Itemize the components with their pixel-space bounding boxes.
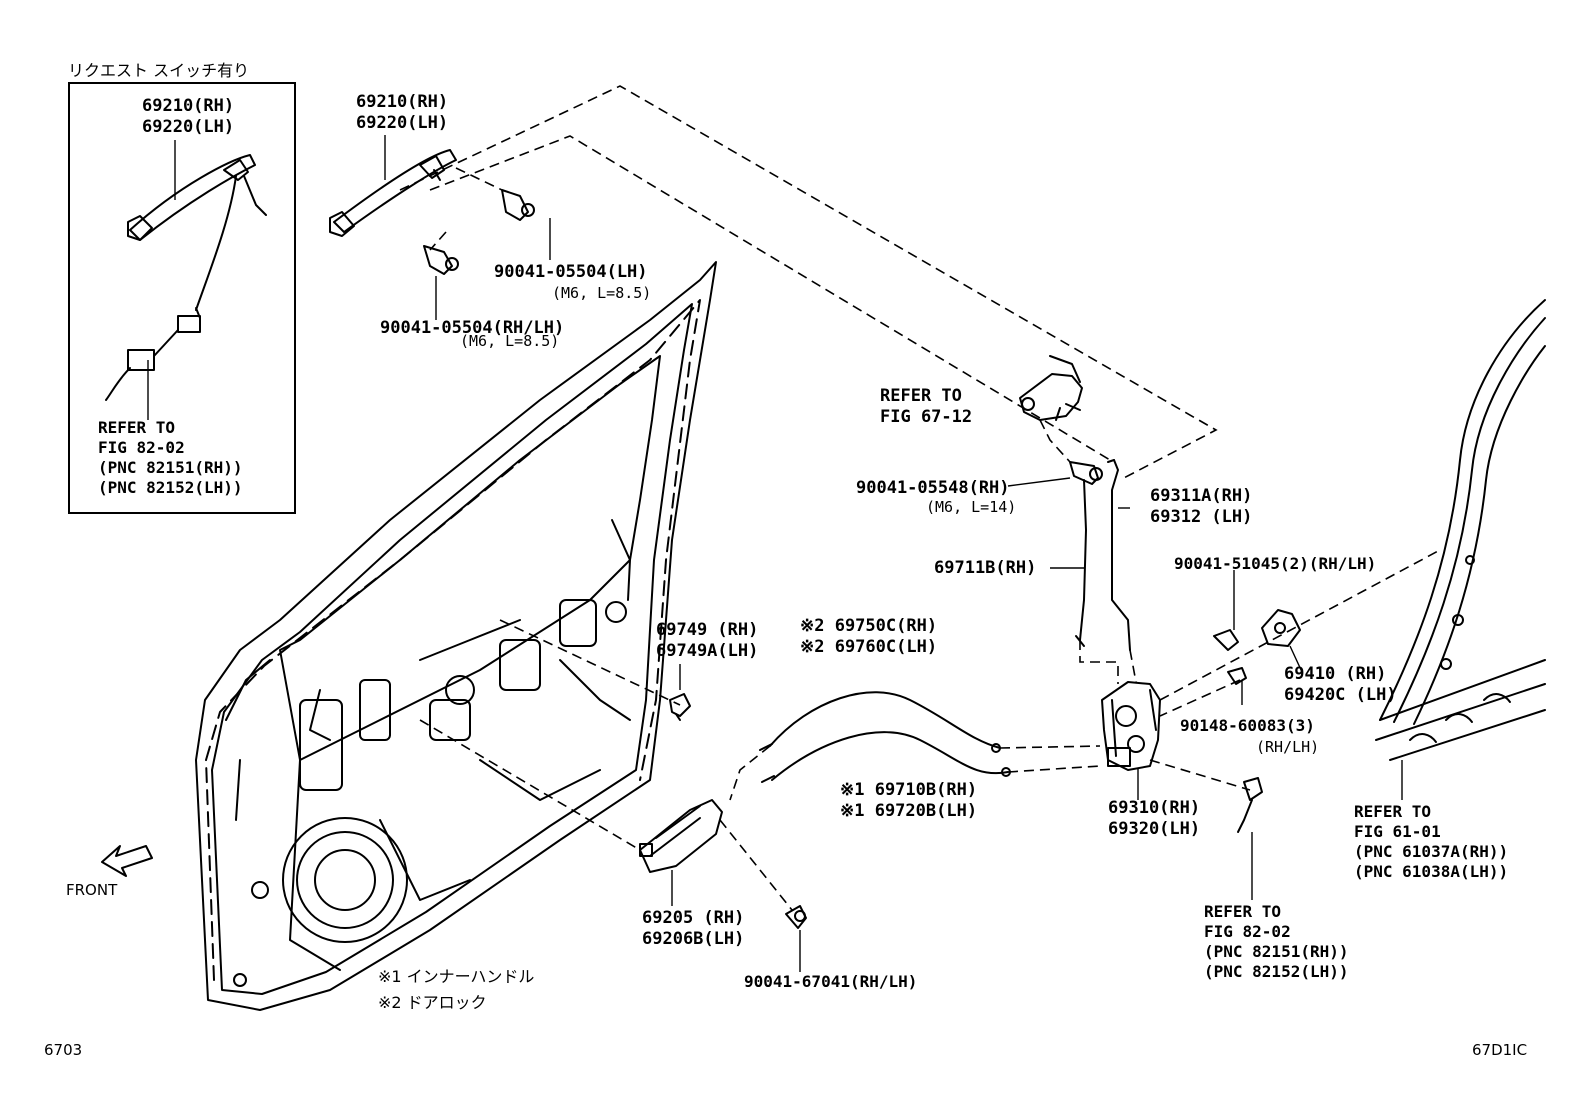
striker-label: 69410 (RH) 69420C (LH) [1284,664,1397,705]
rod-69311-label: 69311A(RH) 69312 (LH) [1150,486,1253,527]
inner-handle-drawing [639,799,723,873]
page-code-right: 67D1IC [1472,1041,1528,1059]
bolt-rhlh-spec: (M6, L=8.5) [460,332,560,350]
screw-67041-drawing [785,905,807,929]
outside-handle-drawing [329,149,457,237]
note-door-lock: ※2 ドアロック [378,993,487,1012]
rod-69311-drawing [1107,459,1131,651]
note-inner-handle: ※1 インナーハンドル [378,967,535,986]
inset-refer-label: REFER TO FIG 82-02 (PNC 82151(RH)) (PNC … [98,418,243,497]
bolt-rhlh-label: 90041-05504(RH/LH) [380,318,565,338]
refer-fig-61-01-label: REFER TO FIG 61-01 (PNC 61037A(RH)) (PNC… [1354,802,1509,881]
front-label: FRONT [66,881,118,899]
bolt-05548-drawing [1069,461,1103,485]
bolt-lh-label: 90041-05504(LH) [494,262,648,282]
lock-wire-drawing [1237,777,1263,833]
clip-69749-drawing [669,693,691,721]
screw-51045-label: 90041-51045(2)(RH/LH) [1174,554,1377,573]
inset-box [68,82,296,514]
clip-69749-label: 69749 (RH) 69749A(LH) [656,620,759,661]
bolt-upper-drawing [501,189,535,221]
inner-handle-cable-label: ※1 69710B(RH) ※1 69720B(LH) [840,780,978,821]
refer-fig-82-02-label: REFER TO FIG 82-02 (PNC 82151(RH)) (PNC … [1204,902,1349,981]
refer-fig-67-12-label: REFER TO FIG 67-12 [880,386,973,427]
leader-lines [147,135,1403,972]
rod-69711-drawing [1075,479,1087,647]
inset-title: リクエスト スイッチ有り [68,61,250,80]
inset-handle-part-label: 69210(RH) 69220(LH) [142,96,235,137]
body-pillar-drawing [1375,299,1546,761]
bolt-05548-spec: (M6, L=14) [926,498,1017,516]
bolt-lower-drawing [423,245,459,275]
reference-dashed-lines [399,85,1441,911]
screw-60083-label: 90148-60083(3) [1180,716,1315,735]
cable-69750-drawing [759,691,1001,753]
lock-actuator-drawing [1019,355,1083,421]
door-lock-cable-label: ※2 69750C(RH) ※2 69760C(LH) [800,616,938,657]
outside-handle-label: 69210(RH) 69220(LH) [356,92,449,133]
bolt-lh-spec: (M6, L=8.5) [552,284,652,302]
page-code-left: 6703 [44,1041,83,1059]
door-lock-drawing [1101,681,1161,771]
screw-60083-side: (RH/LH) [1256,738,1320,756]
inset-outside-handle-drawing [105,154,267,401]
door-lock-label: 69310(RH) 69320(LH) [1108,798,1201,839]
bolt-05548-label: 90041-05548(RH) [856,478,1010,498]
front-arrow-icon [101,845,153,877]
cable-69710-drawing [761,731,1011,783]
screw-67041-label: 90041-67041(RH/LH) [744,972,918,991]
door-seal-line [205,299,701,981]
striker-drawing [1213,609,1301,685]
rod-69711-label: 69711B(RH) [934,558,1037,578]
inner-handle-label: 69205 (RH) 69206B(LH) [642,908,745,949]
